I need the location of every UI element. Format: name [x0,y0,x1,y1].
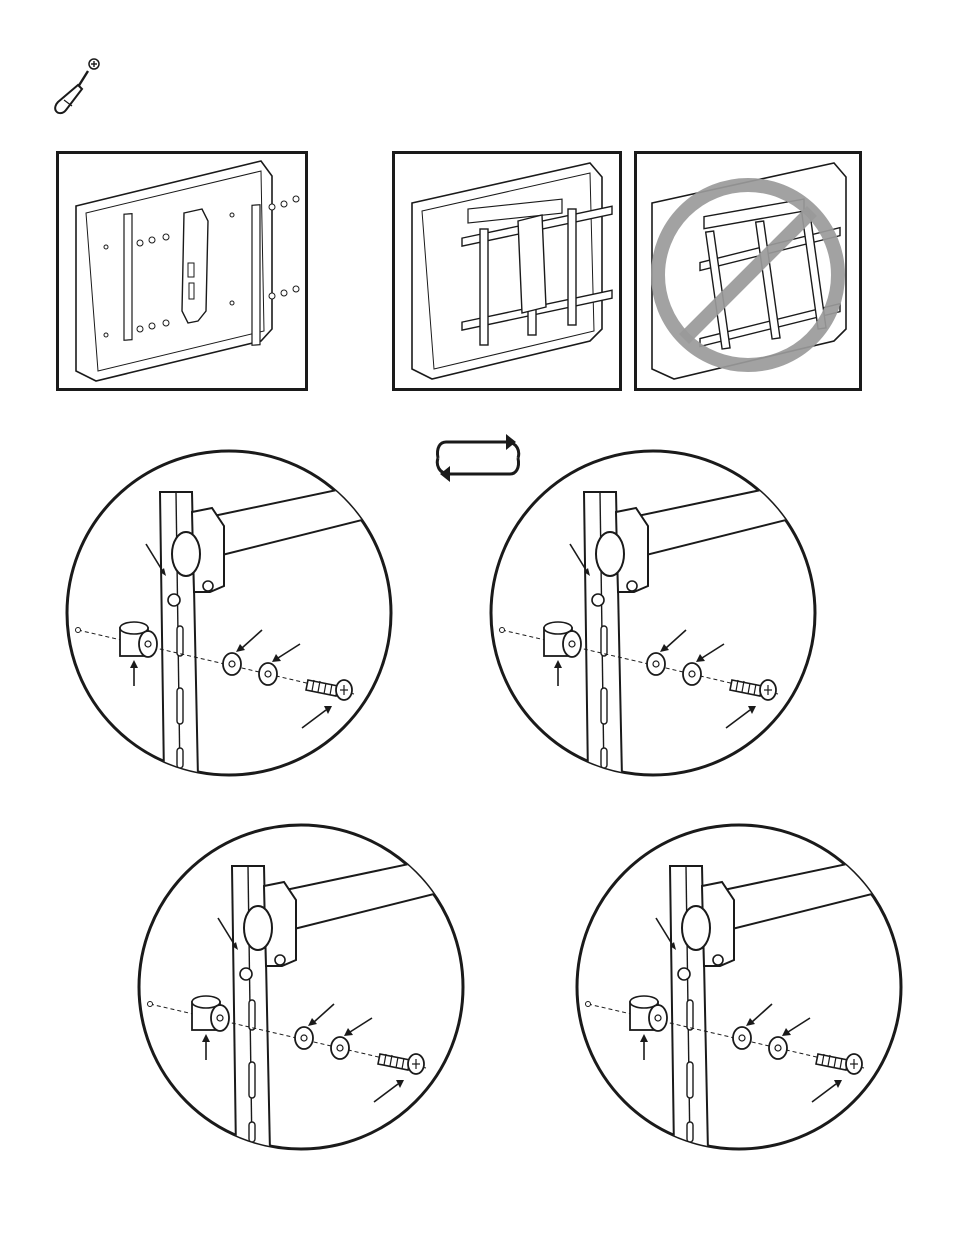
detail-bottom-left [136,822,466,1152]
detail-top-right [488,448,818,778]
detail-top-left [64,448,394,778]
detail-bottom-right [574,822,904,1152]
correct-assembly-panel [392,151,622,391]
exploded-brackets-panel [56,151,308,391]
screwdriver-icon [48,52,118,122]
incorrect-assembly-panel [634,151,862,391]
